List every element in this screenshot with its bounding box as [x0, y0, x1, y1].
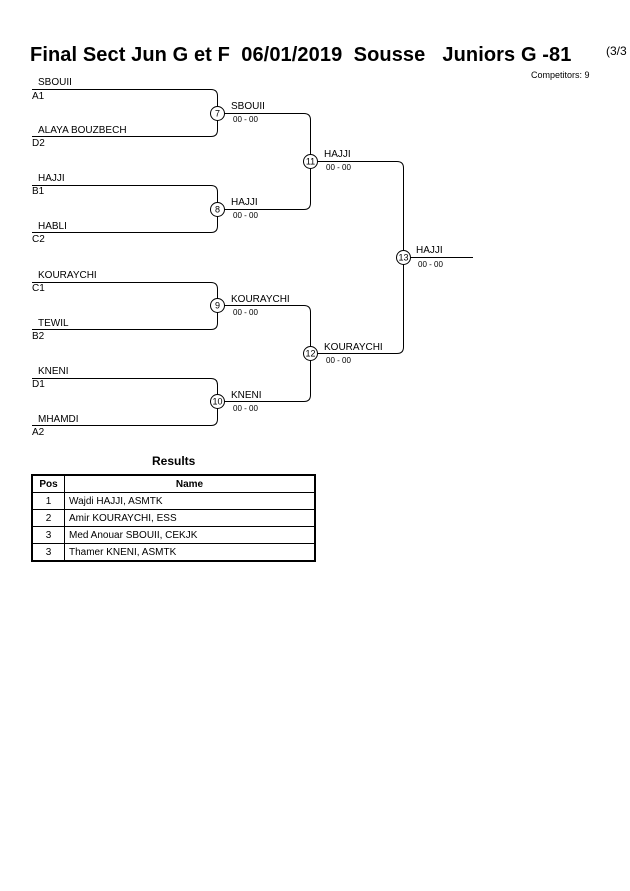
- name-header: Name: [64, 474, 316, 493]
- table-row: 2 Amir KOURAYCHI, ESS: [31, 509, 316, 527]
- bracket-diagram: 7 8 9 10 11 12 13 SBOUII A1 ALAYA BOUZBE…: [32, 77, 473, 438]
- results-table: Pos Name 1 Wajdi HAJJI, ASMTK 2 Amir KOU…: [31, 474, 316, 562]
- match-10-marker: 10: [210, 394, 225, 409]
- match-8-marker: 8: [210, 202, 225, 217]
- name-cell: Amir KOURAYCHI, ESS: [64, 509, 316, 527]
- entrant-name: MHAMDI: [38, 414, 79, 425]
- entrant-name: TEWIL: [38, 318, 69, 329]
- round2-winner: HAJJI: [231, 197, 258, 208]
- entrant-seed: C1: [32, 283, 45, 294]
- match-number: 7: [215, 109, 220, 119]
- round2-winner: KOURAYCHI: [231, 294, 290, 305]
- match-number: 8: [215, 205, 220, 215]
- semi-score: 00 - 00: [326, 163, 351, 172]
- entrant-name: ALAYA BOUZBECH: [38, 125, 127, 136]
- entrant-name: KNENI: [38, 366, 69, 377]
- pos-cell: 1: [31, 492, 65, 510]
- final-winner: HAJJI: [416, 245, 443, 256]
- match-13-marker: 13: [396, 250, 411, 265]
- pair-2: [32, 185, 304, 233]
- pair-1: [32, 89, 304, 137]
- round2-score: 00 - 00: [233, 115, 258, 124]
- match-number: 11: [306, 157, 315, 167]
- final-score: 00 - 00: [418, 260, 443, 269]
- entrant-seed: C2: [32, 234, 45, 245]
- results-header-row: Pos Name: [31, 474, 316, 493]
- entrant-seed: B1: [32, 186, 45, 197]
- entrant-name: SBOUII: [38, 77, 72, 88]
- pair-4: [32, 378, 304, 426]
- entrant-name: KOURAYCHI: [38, 270, 97, 281]
- entrant-seed: D2: [32, 138, 45, 149]
- round2-winner: KNENI: [231, 390, 262, 401]
- round2-score: 00 - 00: [233, 308, 258, 317]
- round2-score: 00 - 00: [233, 211, 258, 220]
- page-title: Final Sect Jun G et F 06/01/2019 Sousse …: [30, 44, 572, 66]
- semi-score: 00 - 00: [326, 356, 351, 365]
- entrant-seed: D1: [32, 379, 45, 390]
- round2-score: 00 - 00: [233, 404, 258, 413]
- match-11-marker: 11: [303, 154, 318, 169]
- semi-winner: HAJJI: [324, 149, 351, 160]
- name-cell: Med Anouar SBOUII, CEKJK: [64, 526, 316, 544]
- semi-winner: KOURAYCHI: [324, 342, 383, 353]
- entrant-name: HAJJI: [38, 173, 65, 184]
- match-number: 9: [215, 301, 220, 311]
- entrant-seed: A2: [32, 427, 45, 438]
- table-row: 3 Med Anouar SBOUII, CEKJK: [31, 526, 316, 544]
- name-cell: Thamer KNENI, ASMTK: [64, 543, 316, 562]
- name-cell: Wajdi HAJJI, ASMTK: [64, 492, 316, 510]
- pair-3: [32, 282, 304, 330]
- competitors-count: Competitors: 9: [531, 70, 590, 80]
- match-number: 10: [212, 397, 222, 407]
- match-number: 13: [398, 253, 408, 263]
- match-12-marker: 12: [303, 346, 318, 361]
- round2-winner: SBOUII: [231, 101, 265, 112]
- pos-cell: 2: [31, 509, 65, 527]
- pos-cell: 3: [31, 543, 65, 562]
- entrant-name: HABLI: [38, 221, 67, 232]
- table-row: 1 Wajdi HAJJI, ASMTK: [31, 492, 316, 510]
- table-row: 3 Thamer KNENI, ASMTK: [31, 543, 316, 562]
- page-indicator: (3/3: [606, 44, 627, 58]
- match-9-marker: 9: [210, 298, 225, 313]
- match-7-marker: 7: [210, 106, 225, 121]
- pos-header: Pos: [31, 474, 65, 493]
- match-number: 12: [305, 349, 315, 359]
- results-title: Results: [152, 454, 196, 468]
- entrant-seed: B2: [32, 331, 45, 342]
- pos-cell: 3: [31, 526, 65, 544]
- entrant-seed: A1: [32, 91, 45, 102]
